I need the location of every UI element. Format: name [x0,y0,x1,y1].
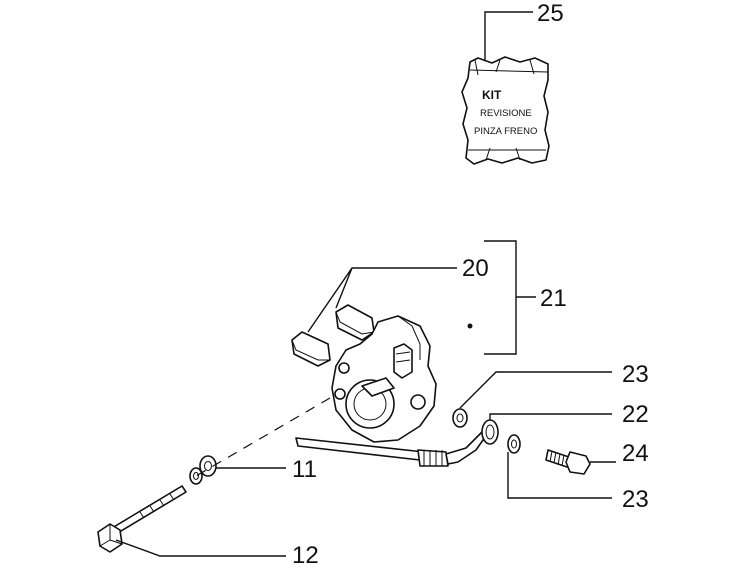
kit-label-line3: PINZA FRENO [474,126,537,137]
callout-20: 20 [462,255,489,282]
leader-12 [115,539,286,557]
callout-12: 12 [292,542,319,565]
leader-25 [484,11,533,60]
callout-23-lower: 23 [622,486,649,513]
brake-pad-rear [335,304,375,341]
callout-22: 22 [622,401,649,428]
kit-label-line2: REVISIONE [480,108,532,119]
bracket-21 [484,240,536,355]
brake-caliper [331,315,437,443]
kit-label-line1: KIT [482,88,502,102]
brake-pad-front [291,331,331,367]
assembly-axis [195,397,331,477]
washer-nut [189,455,217,485]
kit-bag: KIT REVISIONE PINZA FRENO [461,56,550,165]
leader-22 [489,413,612,420]
banjo-bolt [545,449,591,475]
washer-upper [452,408,468,428]
callout-23-upper: 23 [622,361,649,388]
callout-25: 25 [537,0,564,27]
callout-11: 11 [292,456,317,483]
washer-lower [507,434,521,454]
caliper-bolt [97,485,187,553]
leader-20 [307,267,457,333]
callout-24: 24 [622,440,649,467]
callout-21: 21 [540,285,567,312]
brake-hose [295,419,499,467]
leader-23-upper [459,371,612,409]
bracket-21-dot [467,323,473,329]
leader-23-lower [507,452,612,499]
